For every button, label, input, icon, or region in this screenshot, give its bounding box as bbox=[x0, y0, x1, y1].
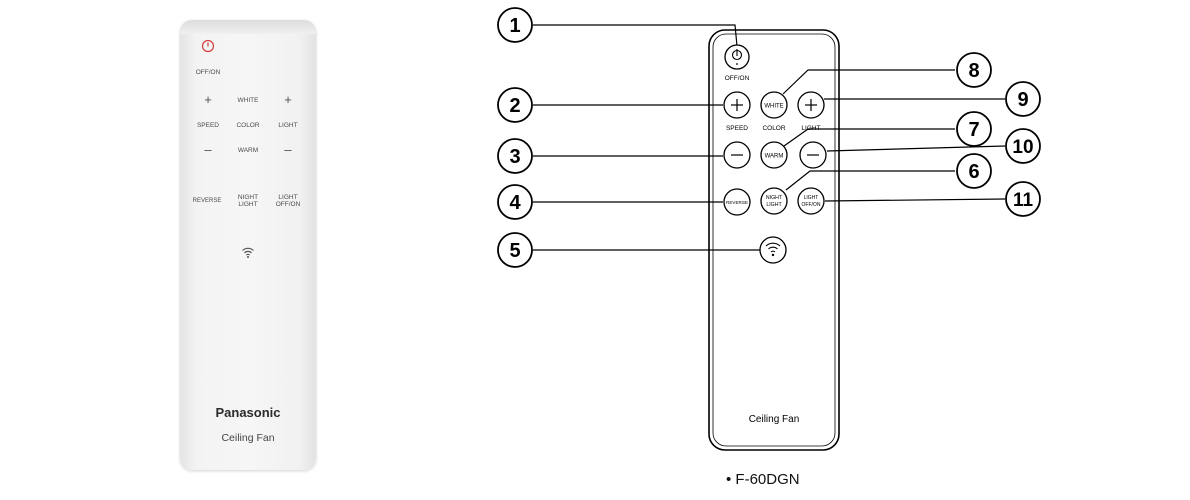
callout-4-circle bbox=[497, 184, 533, 220]
leader-8 bbox=[782, 69, 955, 95]
power-icon[interactable] bbox=[201, 39, 215, 53]
light-down-button[interactable]: – bbox=[284, 142, 292, 157]
leader-6 bbox=[785, 170, 955, 191]
callout-8: 8 bbox=[968, 60, 979, 82]
model-caption: • F-60DGN bbox=[726, 471, 800, 488]
diagram-power-button[interactable] bbox=[724, 44, 750, 70]
diagram-night-light-label-1: NIGHT bbox=[766, 195, 783, 201]
callout-3: 3 bbox=[509, 146, 520, 168]
leader-1 bbox=[533, 24, 738, 47]
callout-5-circle bbox=[497, 232, 533, 268]
warm-button[interactable]: WARM bbox=[237, 147, 259, 154]
callout-11-circle bbox=[1005, 181, 1041, 217]
diagram-signal-icon bbox=[765, 242, 781, 253]
diagram-light-onoff-label-2: OFF/ON bbox=[802, 202, 821, 208]
speed-down-button[interactable]: – bbox=[204, 142, 212, 157]
diagram-speed-label: SPEED bbox=[726, 125, 748, 132]
speed-label: SPEED bbox=[196, 122, 220, 129]
model-text: Ceiling Fan bbox=[221, 432, 275, 444]
callout-3-circle bbox=[497, 138, 533, 174]
callout-7: 7 bbox=[968, 119, 979, 141]
light-onoff-label-1: LIGHT bbox=[278, 194, 298, 201]
diagram-light-label: LIGHT bbox=[801, 125, 820, 132]
light-onoff-button[interactable]: LIGHT OFF/ON bbox=[268, 194, 308, 208]
diagram-reverse-button[interactable] bbox=[723, 188, 751, 216]
callout-6-circle bbox=[956, 153, 992, 189]
callout-5: 5 bbox=[509, 240, 520, 262]
diagram-signal-dot bbox=[771, 253, 775, 257]
brand-logo: Panasonic bbox=[215, 405, 281, 420]
callout-7-circle bbox=[956, 111, 992, 147]
remote-top-cap bbox=[180, 20, 316, 34]
diagram-reverse-label: REVERSE bbox=[726, 200, 748, 205]
diagram-warm-button[interactable] bbox=[760, 141, 788, 169]
callout-9: 9 bbox=[1017, 89, 1028, 111]
diagram-power-icon bbox=[731, 49, 743, 61]
callout-9-circle bbox=[1005, 81, 1041, 117]
light-label: LIGHT bbox=[278, 122, 298, 129]
diagram-color-label: COLOR bbox=[762, 125, 785, 132]
diagram-white-button[interactable] bbox=[760, 91, 788, 119]
diagram-power-label: OFF/ON bbox=[725, 75, 750, 82]
power-label: OFF/ON bbox=[195, 69, 221, 76]
light-onoff-label-2: OFF/ON bbox=[275, 201, 301, 208]
leader-lines bbox=[533, 24, 1006, 251]
diagram-light-onoff-label-1: LIGHT bbox=[804, 195, 819, 201]
color-label: COLOR bbox=[236, 122, 260, 129]
callout-11: 11 bbox=[1013, 190, 1034, 211]
diagram-model-text: Ceiling Fan bbox=[749, 414, 800, 425]
callout-8-circle bbox=[956, 52, 992, 88]
diagram-night-light-button[interactable] bbox=[760, 187, 788, 215]
diagram-white-label: WHITE bbox=[764, 104, 783, 110]
night-light-button[interactable]: NIGHT LIGHT bbox=[228, 194, 268, 208]
night-light-label-1: NIGHT bbox=[237, 194, 259, 201]
leader-10 bbox=[826, 145, 1006, 152]
callout-2: 2 bbox=[509, 95, 520, 117]
diagram-light-onoff-button[interactable] bbox=[797, 187, 825, 215]
diagram-signal-button bbox=[759, 236, 787, 264]
callout-10-circle bbox=[1005, 128, 1041, 164]
diagram-night-light-label-2: LIGHT bbox=[766, 202, 782, 208]
light-up-button[interactable]: + bbox=[284, 92, 292, 107]
leader-11 bbox=[824, 198, 1006, 202]
callout-1: 1 bbox=[509, 15, 520, 37]
photo-remote: OFF/ON + WHITE + SPEED COLOR LIGHT – WAR… bbox=[180, 20, 316, 470]
diagram-warm-label: WARM bbox=[765, 154, 784, 160]
reverse-button[interactable]: REVERSE bbox=[192, 198, 222, 204]
signal-icon bbox=[240, 244, 256, 260]
callout-1-circle bbox=[497, 7, 533, 43]
leader-7 bbox=[783, 128, 955, 147]
diagram-plus-minus-glyphs bbox=[731, 99, 819, 156]
callout-10: 10 bbox=[1012, 137, 1033, 158]
speed-up-button[interactable]: + bbox=[204, 92, 212, 107]
diagram-power-dot bbox=[736, 63, 738, 65]
callout-6: 6 bbox=[968, 161, 979, 183]
white-button[interactable]: WHITE bbox=[237, 97, 259, 104]
callout-2-circle bbox=[497, 87, 533, 123]
diagram-remote-inner-outline bbox=[712, 33, 836, 447]
callout-4: 4 bbox=[509, 192, 521, 214]
night-light-label-2: LIGHT bbox=[238, 201, 258, 208]
